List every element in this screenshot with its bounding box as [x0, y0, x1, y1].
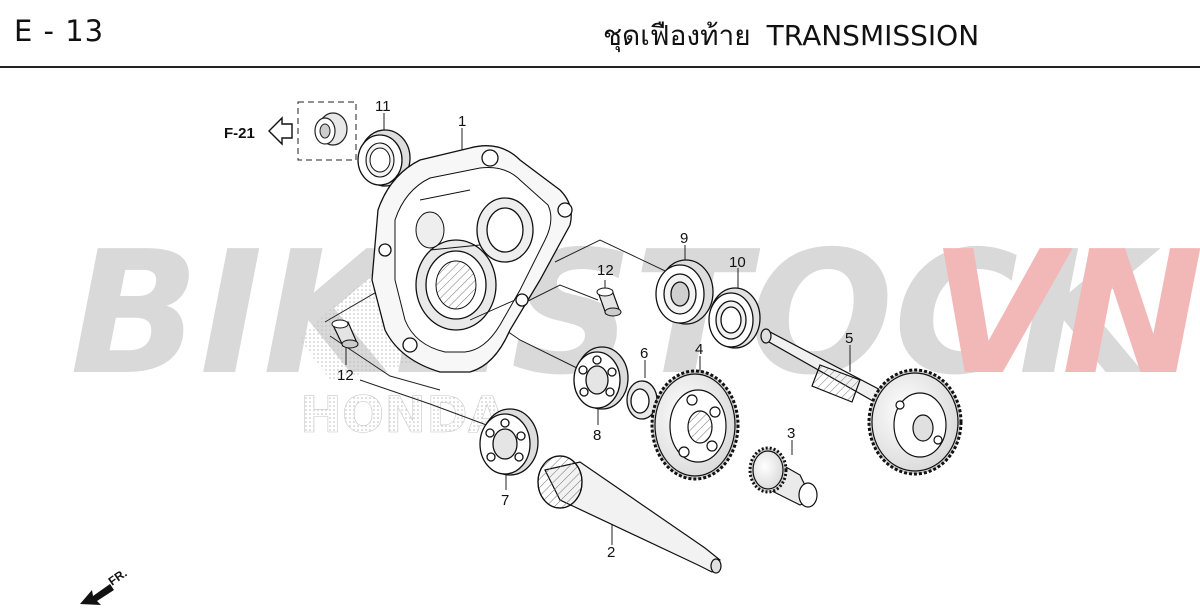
- header-divider: [0, 66, 1200, 68]
- watermark-text-accent: VN: [930, 215, 1200, 413]
- label-part-2: 2: [607, 544, 615, 561]
- part-5-final-shaft: [760, 328, 963, 476]
- page-code: E - 13: [14, 14, 105, 48]
- part-1-transmission-case: [371, 145, 573, 373]
- part-12-dowel-pin-upper: [596, 287, 622, 317]
- part-11-oil-seal: [357, 129, 411, 187]
- part-9-bearing: [655, 259, 714, 325]
- reference-label: F-21: [224, 125, 255, 142]
- reference-dashed-box: [297, 101, 357, 161]
- part-7-ball-bearing: [479, 408, 539, 476]
- label-part-6: 6: [640, 345, 648, 362]
- label-part-11: 11: [375, 98, 391, 115]
- part-number-labels: 1 2 3 4 5 6 7 8 9 10 11 12 12: [337, 98, 853, 561]
- label-part-7: 7: [501, 492, 509, 509]
- reference-arrow: F-21: [224, 101, 357, 161]
- part-2-drive-shaft: [537, 455, 722, 574]
- title-thai: ชุดเฟืองท้าย: [603, 19, 751, 52]
- label-part-8: 8: [593, 427, 601, 444]
- label-part-5: 5: [845, 330, 853, 347]
- label-part-10: 10: [729, 254, 746, 271]
- part-12-dowel-pin-lower: [331, 319, 359, 349]
- part-4-driven-gear: [650, 369, 740, 481]
- arrow-front-icon: [80, 584, 114, 605]
- label-part-9: 9: [680, 230, 688, 247]
- label-part-12-lower: 12: [337, 367, 354, 384]
- reference-bearing-icon: [314, 112, 348, 146]
- title-english: TRANSMISSION: [766, 19, 980, 52]
- part-3-countershaft-gear: [748, 446, 818, 508]
- label-part-4: 4: [695, 341, 703, 358]
- label-part-12-upper: 12: [597, 262, 614, 279]
- label-part-3: 3: [787, 425, 795, 442]
- part-6-thrust-washer: [626, 380, 658, 420]
- page-title: ชุดเฟืองท้าย TRANSMISSION: [603, 14, 979, 58]
- part-10-oil-seal: [708, 287, 761, 349]
- part-8-ball-bearing: [573, 346, 629, 410]
- front-direction-indicator: FR.: [80, 566, 130, 605]
- arrow-left-icon: [268, 116, 293, 146]
- label-part-1: 1: [458, 113, 466, 130]
- watermark-logo-text: HONDA: [300, 386, 507, 444]
